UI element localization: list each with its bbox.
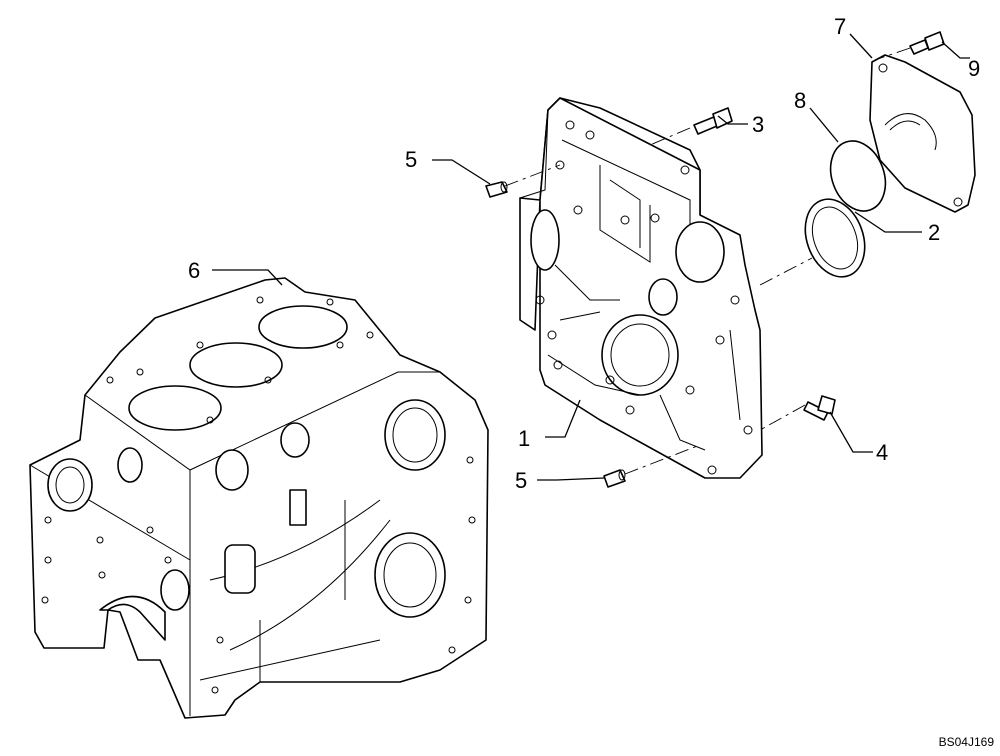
timing-cover-housing [519,97,763,479]
leader-lines [212,33,970,481]
bolt-3 [693,107,733,135]
callout-3: 3 [752,112,764,137]
callout-4: 4 [876,440,888,465]
dowel-pin-lower [603,469,626,488]
callout-6: 6 [188,258,200,283]
callout-2: 2 [928,220,940,245]
callout-9: 9 [968,56,980,81]
engine-block [29,277,489,719]
assembly-centerlines [504,47,911,475]
o-ring [829,140,887,212]
callout-8: 8 [794,88,806,113]
callout-labels: 1 2 3 4 5 5 6 7 8 9 [188,14,980,493]
callout-7: 7 [834,14,846,39]
seal-ring [804,198,866,278]
cover-plate [869,54,976,213]
callout-1: 1 [518,426,530,451]
bolt-4 [803,395,836,421]
dowel-pin-upper [485,181,508,198]
bolt-9 [909,31,945,55]
callout-5-upper: 5 [405,147,417,172]
reference-code: BS04J169 [939,735,995,749]
callout-5-lower: 5 [515,468,527,493]
